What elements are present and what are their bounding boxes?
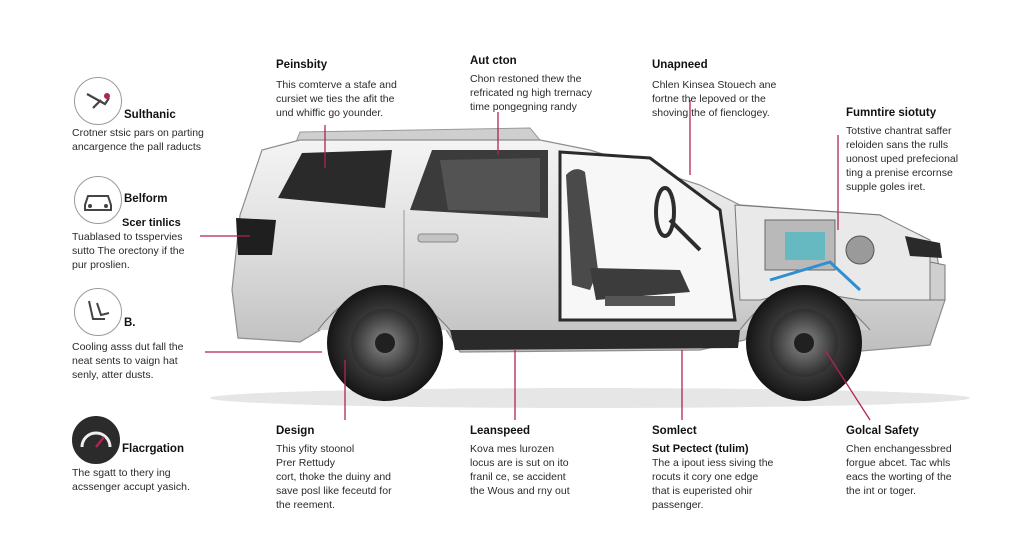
callout-belform-text: Scer tinlics Tuablased to tsspervies sut… bbox=[72, 217, 185, 271]
seat-hand-icon bbox=[74, 288, 122, 336]
callout-flacrgation: Flacrgation bbox=[122, 443, 184, 455]
callout-unapneed: Unapneed Chlen Kinsea Stouech ane fortne… bbox=[652, 59, 777, 119]
callout-b-text: Cooling asss dut fall the neat sents to … bbox=[72, 341, 184, 381]
callout-sulthanic: Sulthanic bbox=[124, 108, 176, 126]
steering-wheel-icon bbox=[74, 77, 122, 125]
callout-peinsbity: Peinsbity This comterve a stafe and curs… bbox=[276, 59, 397, 119]
callout-somlect: Somlect Sut Pectect (tulim) The a ipout … bbox=[652, 425, 774, 511]
callout-golcal-safety: Golcal Safety Chen enchangessbred forgue… bbox=[846, 425, 952, 497]
gauge-icon bbox=[72, 416, 120, 464]
callout-design: Design This yfity stoonol Prer Rettudy c… bbox=[276, 425, 392, 511]
car-front-icon bbox=[74, 176, 122, 224]
callout-fumntire: Fumntire siotuty Totstive chantrat saffe… bbox=[846, 107, 959, 193]
callout-aut-cton: Aut cton Chon restoned thew the refricat… bbox=[470, 55, 592, 113]
callout-sulthanic-text: Crotner stsic pars on parting ancargence… bbox=[72, 127, 204, 153]
callout-leanspeed: Leanspeed Kova mes lurozen locus are is … bbox=[470, 425, 570, 497]
callout-title: Sulthanic bbox=[124, 109, 176, 121]
callout-b: B. bbox=[124, 317, 136, 329]
callout-flacrgation-text: The sgatt to thery ing acssenger accupt … bbox=[72, 467, 190, 493]
callout-belform: Belform bbox=[124, 193, 168, 205]
